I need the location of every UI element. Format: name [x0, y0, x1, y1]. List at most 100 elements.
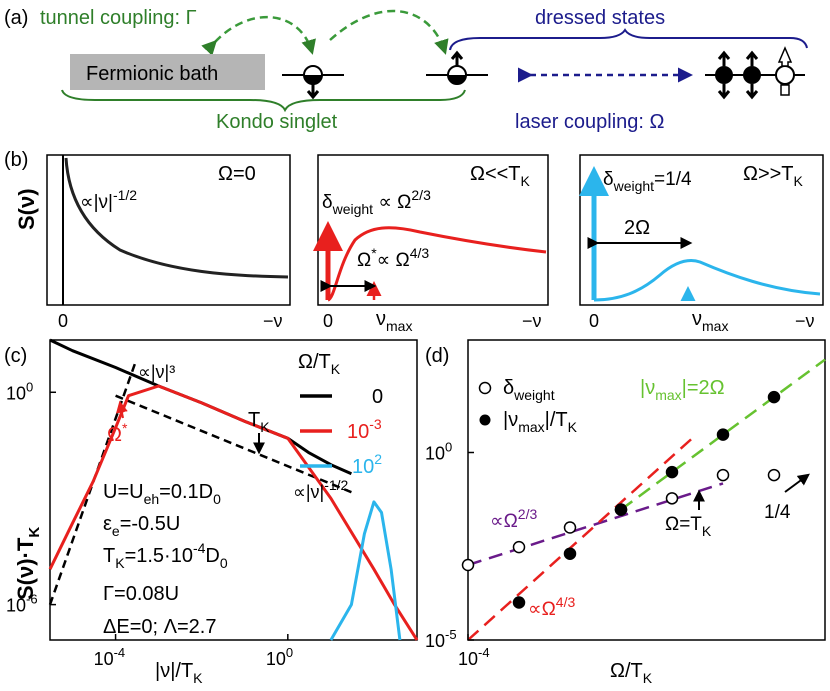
c-xtick-label-0: 10-4 [94, 645, 126, 669]
chart-c-params: U=Ueh=0.1D0 εe=-0.5U TK=1.5·10-4D0 Γ=0.0… [103, 481, 228, 638]
delta-weight-point-0 [461, 558, 475, 572]
legend-filled-marker [479, 414, 491, 426]
param-epsilon: εe=-0.5U [103, 513, 180, 539]
subplot-b3-curve [593, 259, 821, 302]
chart-c-tk-label: TK [248, 409, 270, 435]
legend-label-2: 102 [352, 451, 382, 478]
chart-c-frame [49, 339, 418, 641]
fit-label-2omega: |νmax|=2Ω [640, 377, 725, 403]
legend-numax: |νmax|/TK [503, 409, 578, 435]
ann-quarter: 1/4 [764, 502, 791, 523]
chart-d-xlabel: Ω/TK [610, 660, 653, 686]
param-tk: TK=1.5·10-4D0 [103, 540, 228, 571]
c-ytick-label-1: 10-6 [6, 592, 38, 616]
subplot-b1-x0: 0 [58, 311, 68, 331]
numax-point-0 [512, 596, 526, 609]
fit-label-two-thirds: ∝Ω2/3 [490, 506, 537, 532]
panel-a-label: (a) [4, 7, 28, 29]
subplot-b1-curve [64, 157, 289, 279]
subplot-b3: Ω>>TK δweight=1/4 2Ω νmax 0 −ν [579, 154, 824, 334]
chart-d-ticks: 10-4 100 10-5 [425, 440, 490, 670]
subplot-b1-xend: −ν [263, 311, 283, 331]
subplot-b3-delta-label: δweight=1/4 [603, 169, 692, 194]
dressed-states-label: dressed states [535, 7, 665, 29]
laser-coupling-label: laser coupling: Ω [515, 111, 665, 133]
chart-c-omega-star-arrow [115, 400, 128, 419]
tunnel-arc-right [329, 9, 449, 55]
kondo-singlet-label: Kondo singlet [216, 111, 338, 133]
param-delta: ΔE=0; Λ=2.7 [103, 616, 216, 638]
subplot-b1-note: ∝|ν|-1/2 [80, 187, 137, 213]
dressed-state-icons [705, 46, 805, 100]
subplot-b1: Ω=0 ∝|ν|-1/2 0 −ν [46, 154, 291, 331]
panel-d-label: (d) [425, 345, 449, 367]
subplot-b2: Ω<<TK δweight ∝ Ω2/3 Ω*∝ Ω4/3 νmax 0 −ν [313, 154, 549, 334]
kondo-brace [61, 89, 466, 113]
subplot-b2-title: Ω<<TK [470, 163, 531, 189]
numax-point-4 [716, 428, 730, 441]
delta-weight-point-2 [563, 521, 577, 534]
subplot-b2-delta-label: δweight ∝ Ω2/3 [322, 187, 431, 217]
panel-d: (d) 10-4 100 10-5 Ω/TK δweight |νmax|/TK |… [425, 339, 826, 686]
legend-label-0: 0 [372, 386, 383, 408]
panel-b-label: (b) [4, 149, 28, 171]
spin-site-2 [426, 50, 488, 85]
series-c-1 [48, 384, 419, 641]
legend-title: Ω/TK [298, 351, 341, 377]
fermionic-bath-label: Fermionic bath [86, 63, 218, 85]
numax-point-2 [614, 503, 628, 516]
param-u: U=Ueh=0.1D0 [103, 481, 221, 507]
spin-site-1 [282, 65, 344, 100]
subplot-b1-frame [46, 154, 291, 306]
legend-delta-weight: δweight [503, 377, 555, 403]
numax-point-5 [767, 390, 781, 404]
panel-b: (b) S(ν) Ω=0 ∝|ν|-1/2 0 −ν Ω<<TK δweight… [4, 149, 824, 334]
subplot-b3-numax-label: νmax [692, 308, 728, 334]
asymptote-half [115, 394, 352, 494]
chart-d-points [461, 390, 781, 609]
subplot-b3-frame [579, 154, 824, 306]
c-xtick-label-1: 100 [266, 645, 293, 669]
dressed-states-brace [449, 28, 808, 51]
chart-d-legend: δweight |νmax|/TK [478, 377, 578, 435]
panel-c-label: (c) [4, 345, 27, 367]
delta-weight-point-1 [512, 540, 526, 554]
subplot-b2-numax-label: νmax [376, 308, 412, 334]
chart-d-fits [467, 358, 826, 641]
chart-d-frame [467, 339, 826, 641]
fit-two-omega [620, 358, 826, 511]
tunnel-arc-left [201, 15, 316, 56]
legend-open-marker [478, 381, 492, 395]
numax-point-1 [563, 547, 577, 560]
d-ytick-label-0: 100 [425, 440, 452, 464]
subplot-b2-curve [327, 226, 547, 302]
chart-c-omega-star: Ω* [107, 420, 128, 446]
subplot-b1-title: Ω=0 [218, 163, 256, 185]
subplot-b2-omega-star-label: Ω*∝ Ω4/3 [357, 245, 429, 271]
chart-c-ticks: 10-4 100 100 10-6 [6, 379, 293, 669]
subplot-b3-two-omega-label: 2Ω [624, 217, 650, 239]
chart-c-half-note: ∝|ν|-1/2 [293, 477, 349, 502]
chart-c-xlabel: |ν|/TK [155, 660, 203, 686]
series-c-2 [329, 500, 402, 641]
panel-a: (a) tunnel coupling: Γ dressed states Fe… [4, 7, 808, 133]
subplot-b2-xend: −ν [522, 311, 542, 331]
chart-c-legend: Ω/TK 0 10-3 102 [298, 351, 383, 478]
chart-c-series [48, 338, 419, 641]
delta-weight-point-5 [716, 468, 730, 482]
fit-two-thirds [467, 482, 724, 567]
ann-omega-tk: Ω=TK [665, 514, 712, 539]
fermionic-bath-box [70, 54, 265, 90]
delta-weight-point-6 [767, 468, 781, 482]
chart-c-cube-note: ∝|ν|³ [138, 362, 175, 382]
c-ytick-label-0: 100 [6, 379, 33, 403]
subplot-b3-title: Ω>>TK [743, 163, 804, 189]
param-gamma: Γ=0.08U [103, 583, 179, 605]
d-ytick-label-1: 10-5 [425, 627, 457, 651]
fit-label-four-thirds: ∝Ω4/3 [528, 594, 575, 620]
legend-label-1: 10-3 [347, 416, 382, 443]
d-xtick-label-0: 10-4 [458, 645, 490, 669]
numax-point-3 [665, 465, 679, 479]
